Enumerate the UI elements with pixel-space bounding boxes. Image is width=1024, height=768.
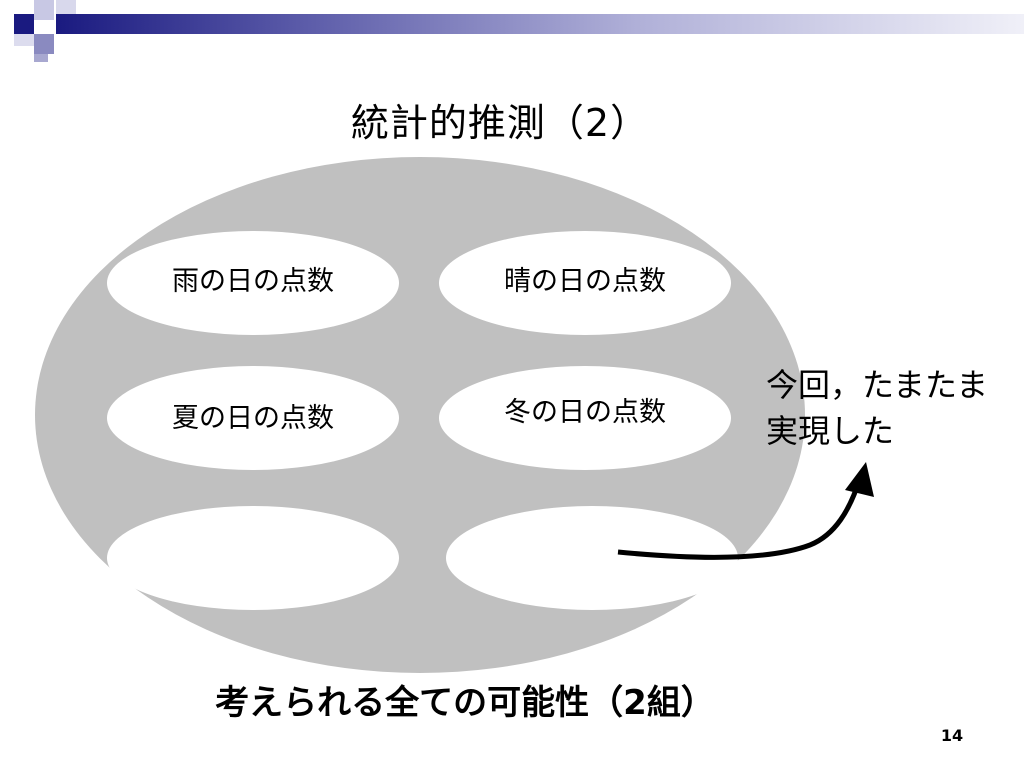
realized-arrow: [617, 477, 863, 560]
page-number: 14: [940, 726, 964, 745]
oval-label-winter: 冬の日の点数: [504, 397, 666, 428]
callout-line-1: 今回，たまたま: [766, 366, 989, 404]
header-square-mid: [34, 54, 48, 62]
header-square-mid: [34, 34, 54, 54]
slide-title: 統計的推測（2）: [350, 101, 650, 145]
header-square-light: [14, 34, 34, 46]
oval-label-sunny: 晴の日の点数: [504, 266, 666, 297]
oval-summer: [107, 366, 399, 470]
header-square-light: [34, 0, 54, 20]
oval-empty-right: [446, 506, 738, 610]
realized-callout: 今回，たまたま 実現した: [766, 362, 988, 454]
header-square-light: [56, 0, 76, 14]
slide-caption: 考えられる全ての可能性（2組）: [215, 683, 715, 723]
callout-line-2: 実現した: [766, 412, 895, 450]
oval-label-rain: 雨の日の点数: [172, 266, 334, 297]
oval-rain: [107, 231, 399, 335]
header-gradient-band: [56, 14, 1024, 34]
oval-label-summer: 夏の日の点数: [172, 403, 334, 434]
arrow-head: [845, 462, 874, 497]
oval-sunny: [439, 231, 731, 335]
oval-empty-left: [107, 506, 399, 610]
header-square-dark: [14, 14, 34, 34]
oval-winter: [439, 366, 731, 470]
